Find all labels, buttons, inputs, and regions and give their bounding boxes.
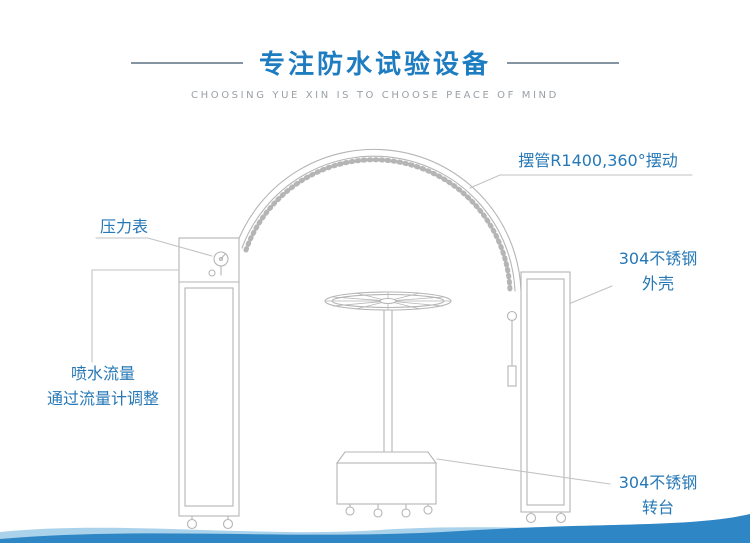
label-spray-flow: 喷水流量 通过流量计调整 [30, 362, 176, 412]
right-cabinet [506, 271, 571, 524]
callout-lines [91, 174, 693, 485]
footer-wave [0, 514, 750, 543]
label-turntable-line2: 转台 [641, 497, 674, 517]
label-housing: 304不锈钢 外壳 [606, 247, 710, 297]
callout-line-housing [570, 285, 613, 304]
callout-line-swing-pipe [469, 174, 693, 189]
page-subtitle: CHOOSING YUE XIN IS TO CHOOSE PEACE OF M… [191, 90, 559, 101]
label-turntable-line1: 304不锈钢 [618, 473, 698, 492]
pulley-drawing [506, 310, 518, 322]
left-cabinet [178, 237, 240, 530]
label-housing-line2: 外壳 [641, 273, 674, 293]
pressure-gauge-drawing [208, 251, 229, 277]
page-title: 专注防水试验设备 [258, 50, 491, 80]
footer-wave-dark [0, 514, 750, 543]
label-housing-line1: 304不锈钢 [618, 249, 698, 268]
label-pressure-gauge: 压力表 [99, 217, 148, 236]
callout-line-turntable [436, 458, 611, 485]
label-spray-flow-line2: 通过流量计调整 [46, 388, 159, 408]
turntable [324, 291, 452, 518]
label-turntable: 304不锈钢 转台 [606, 471, 710, 521]
swing-pipe-arch [235, 148, 522, 294]
callout-line-spray-flow [91, 269, 180, 363]
header: 专注防水试验设备 CHOOSING YUE XIN IS TO CHOOSE P… [0, 44, 750, 101]
label-swing-pipe: 摆管R1400,360°摆动 [518, 151, 678, 170]
title-rule-right [507, 61, 619, 64]
label-spray-flow-line1: 喷水流量 [70, 364, 135, 383]
title-rule-left [130, 61, 243, 64]
weight-drawing [507, 365, 517, 387]
callout-line-pressure-gauge [95, 237, 213, 257]
